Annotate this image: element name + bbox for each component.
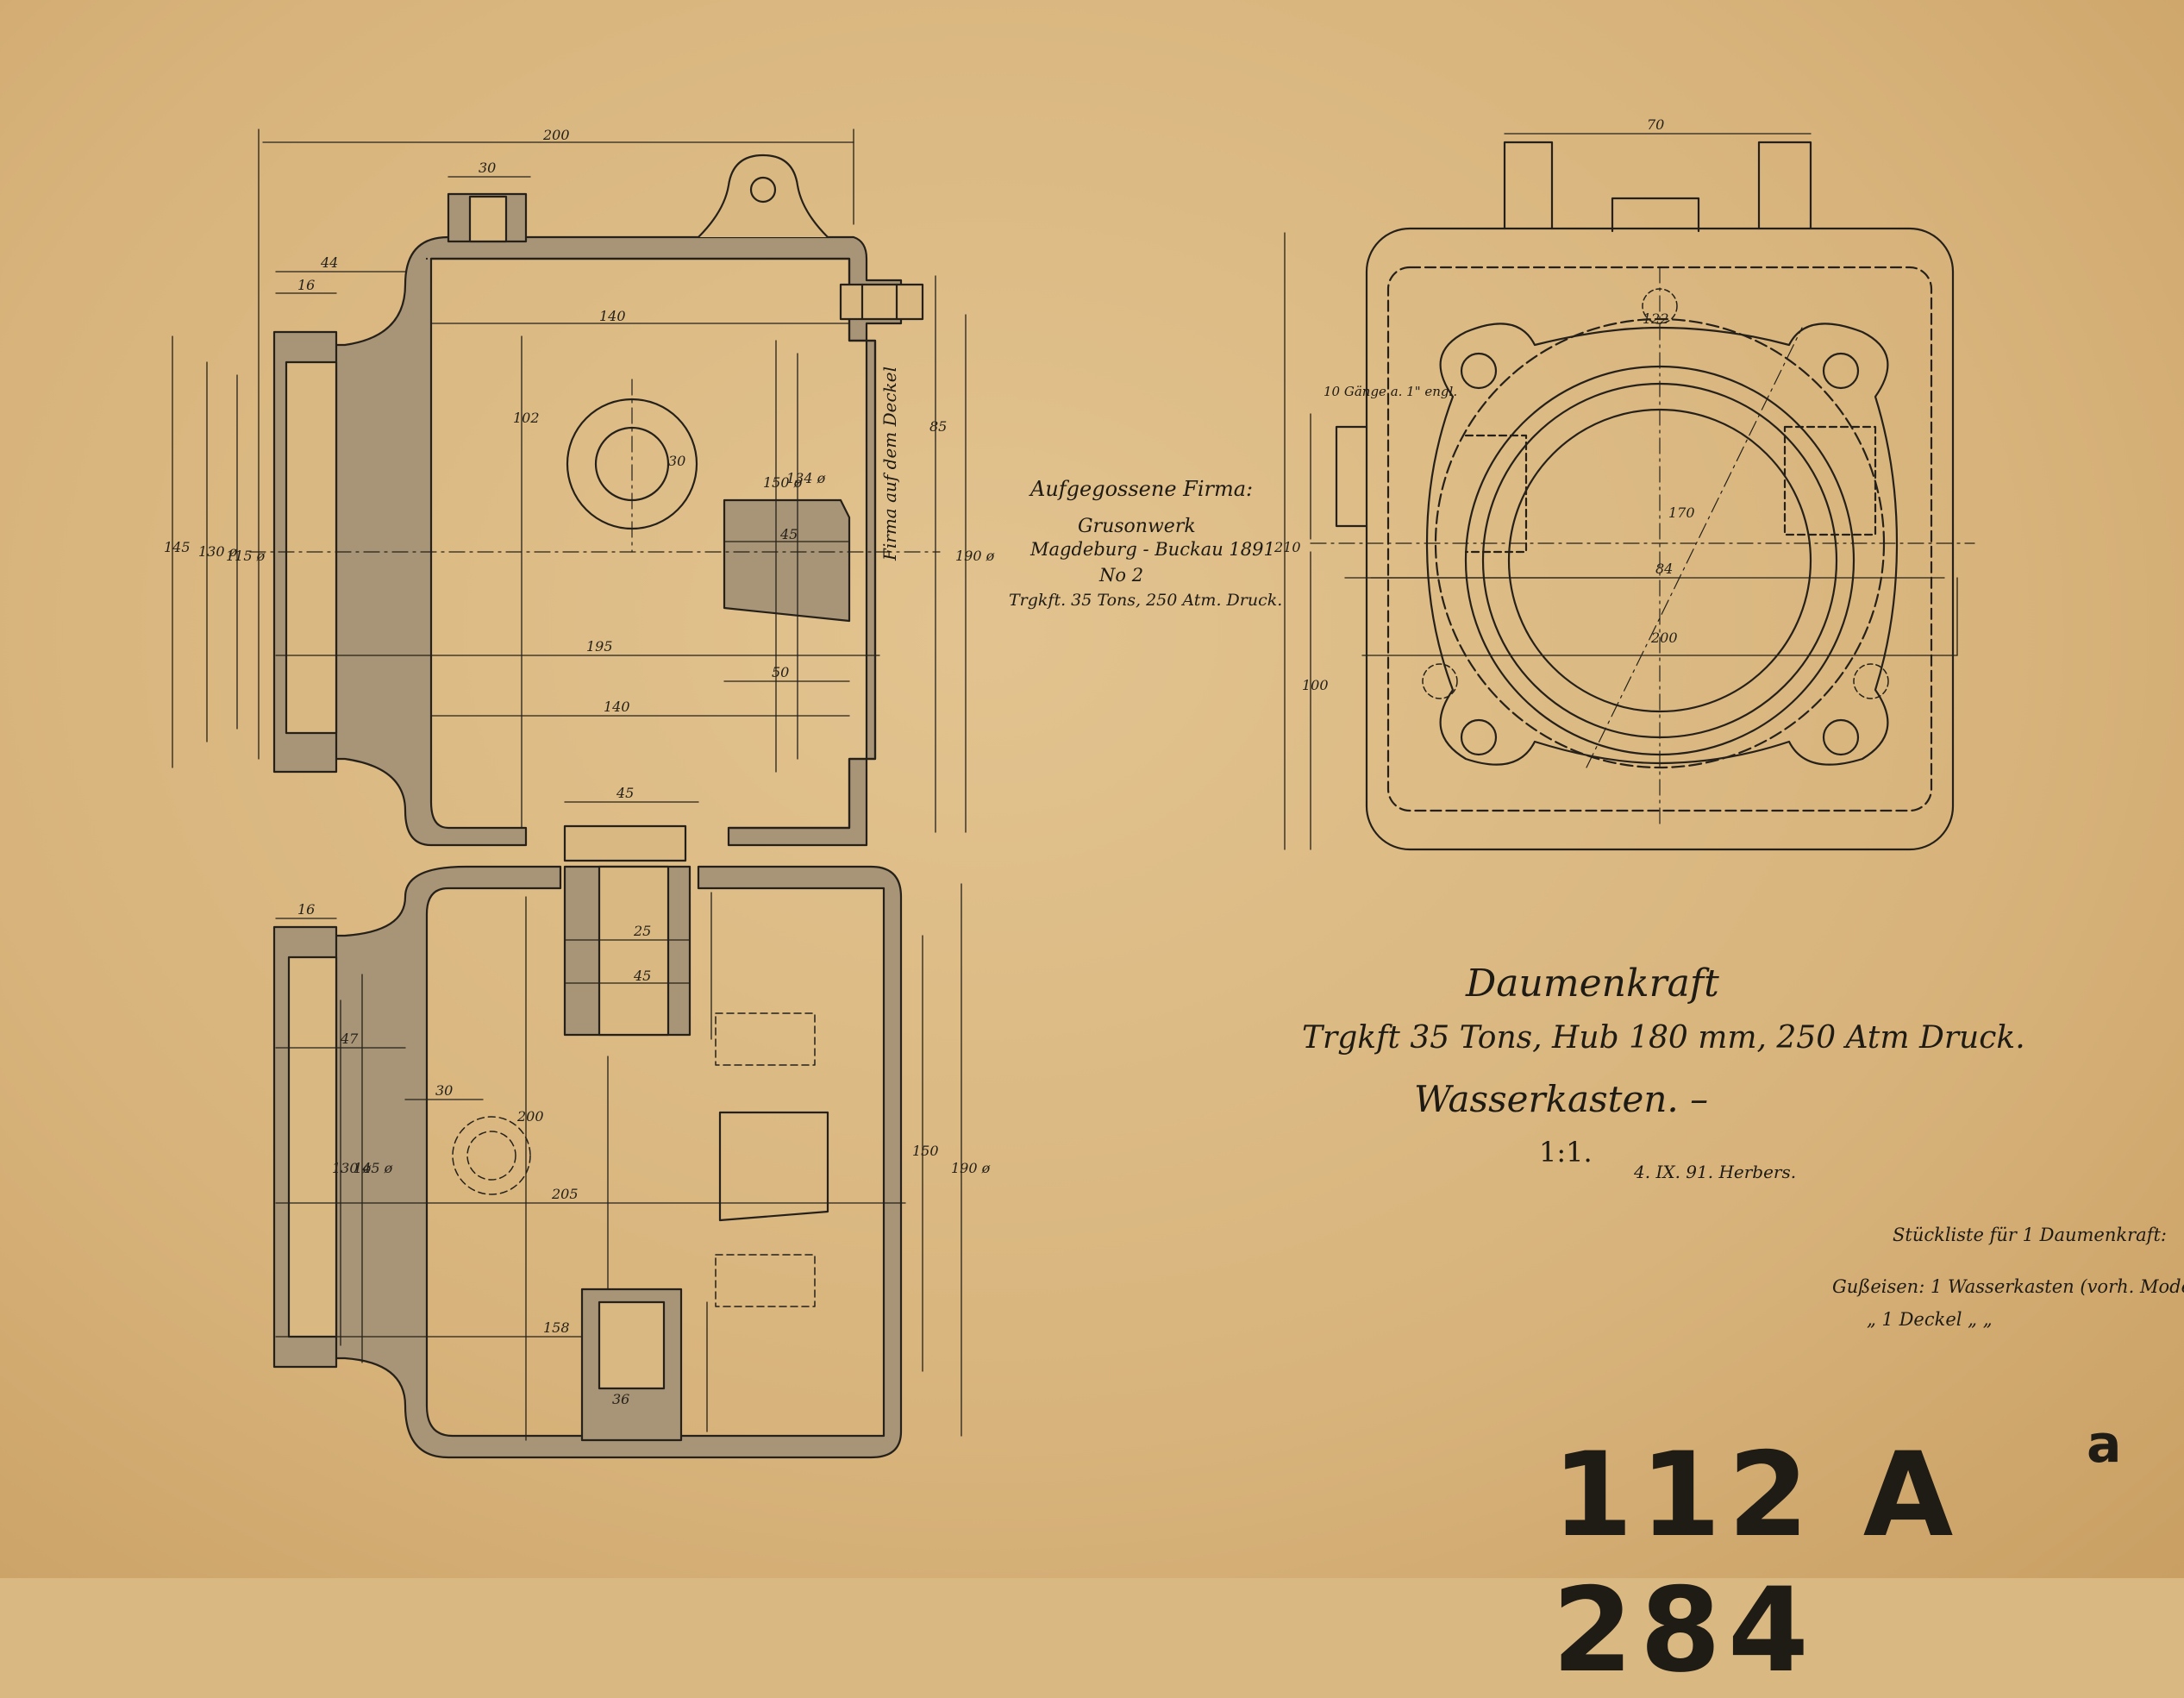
plan-bottom-pocket-hole <box>598 1300 666 1390</box>
drawing-part-name: Wasserkasten. – <box>1414 1078 1709 1120</box>
dim-205-plan: 205 <box>551 1186 579 1202</box>
plan-left-flange-bore <box>287 956 338 1338</box>
dim-195-front: 195 <box>586 638 613 655</box>
parts-list-line2: „ 1 Deckel „ „ <box>1867 1309 1993 1330</box>
side-bolt-hole-bl <box>1460 718 1498 756</box>
dim-150-plan: 150 <box>912 1143 939 1159</box>
dim-47-plan: 47 <box>340 1031 359 1047</box>
front-top-boss-thread <box>468 195 508 243</box>
dim-36-plan: 36 <box>612 1391 629 1407</box>
casting-note-heading: Aufgegossene Firma: <box>1030 477 1254 501</box>
side-top-tab <box>1611 197 1700 233</box>
dim-115-front: 115 ø <box>226 548 266 564</box>
dim-200-front: 200 <box>542 127 570 143</box>
casting-note-line4: Trgkft. 35 Tons, 250 Atm. Druck. <box>1009 591 1283 610</box>
parts-list-line1: Gußeisen: 1 Wasserkasten (vorh. Modell) <box>1832 1276 2184 1297</box>
parts-list-heading: Stückliste für 1 Daumenkraft: <box>1893 1225 2167 1245</box>
side-right-lug <box>1757 141 1812 230</box>
dim-25-plan: 25 <box>633 923 651 939</box>
dim-16-front: 16 <box>297 277 315 293</box>
dim-200-side: 200 <box>1650 630 1678 646</box>
side-view <box>1284 133 1975 851</box>
dim-100-side: 100 <box>1302 677 1329 693</box>
dim-190-front: 190 ø <box>955 548 995 564</box>
dim-130-front: 130 ø <box>198 543 238 560</box>
dim-50-front: 50 <box>772 664 789 680</box>
dim-210-side: 210 <box>1273 539 1301 555</box>
dim-85-front: 85 <box>929 418 947 435</box>
casting-note-line3: No 2 <box>1099 565 1144 586</box>
thread-note: 10 Gänge a. 1" engl. <box>1324 384 1458 399</box>
plan-top-pocket-hole <box>598 865 670 1037</box>
side-bolt-hole-tr <box>1822 352 1860 390</box>
side-bolt-hole-tl <box>1460 352 1498 390</box>
side-right-pad <box>1783 425 1877 536</box>
plan-side-wedge <box>718 1111 829 1222</box>
dim-102-front: 102 <box>513 410 540 426</box>
side-outer-box <box>1365 227 1955 851</box>
dim-70-side: 70 <box>1647 116 1664 133</box>
dim-140-front: 140 <box>599 308 626 324</box>
front-internal-rib <box>723 498 851 623</box>
front-top-ear <box>697 154 829 239</box>
casting-note-line1: Grusonwerk <box>1078 516 1196 537</box>
side-left-lug <box>1503 141 1554 230</box>
dim-150-front: 150 ø <box>763 474 803 491</box>
dim-140b-front: 140 <box>604 699 630 715</box>
dim-200-plan: 200 <box>516 1108 544 1125</box>
lid-note: Firma auf dem Deckel <box>879 366 900 561</box>
front-ear-hole <box>749 176 777 204</box>
front-right-bolt <box>839 283 924 321</box>
technical-drawing: 200 30 44 16 140 102 30 150 ø 134 ø 45 8… <box>164 116 1975 1459</box>
front-outer-wall <box>278 235 903 847</box>
front-section-view <box>172 128 967 862</box>
drawing-number-suffix: a <box>2087 1414 2129 1475</box>
side-flange-outline <box>1425 323 1899 766</box>
front-inner-outline <box>429 257 877 830</box>
dim-84-side: 84 <box>1655 561 1673 577</box>
dim-16-plan: 16 <box>297 901 315 918</box>
dim-45-plan: 45 <box>633 968 651 984</box>
dim-122-side: 122 <box>1643 310 1669 327</box>
dim-44-front: 44 <box>320 254 338 271</box>
dim-145-plan: 145 ø <box>354 1160 393 1176</box>
dim-30b-front: 30 <box>668 453 685 469</box>
side-bolt-hole-br <box>1822 718 1860 756</box>
dim-45-front: 45 <box>779 526 798 542</box>
drawing-title: Daumenkraft <box>1466 962 1719 1006</box>
dim-190-plan: 190 ø <box>951 1160 991 1176</box>
dim-134-front: 134 ø <box>786 470 826 486</box>
plan-outer-wall <box>278 865 903 1459</box>
side-left-port <box>1335 425 1368 528</box>
front-left-flange-bore <box>285 360 338 735</box>
plan-section-view <box>272 865 962 1459</box>
drawing-signature: 4. IX. 91. Herbers. <box>1634 1162 1797 1182</box>
dim-158-plan: 158 <box>543 1319 570 1336</box>
dim-45b-front: 45 <box>616 785 634 801</box>
drawing-scale: 1:1. <box>1539 1136 1593 1169</box>
side-left-pad <box>1464 434 1528 554</box>
dim-30-front: 30 <box>479 160 496 176</box>
dim-145-front: 145 <box>164 539 191 555</box>
dim-170-side: 170 <box>1668 504 1695 521</box>
dim-30-plan: 30 <box>435 1082 453 1099</box>
front-bottom-boss <box>563 824 687 862</box>
casting-note-line2: Magdeburg - Buckau 1891 <box>1030 539 1275 560</box>
dim-130-plan: 130 ø <box>332 1160 372 1176</box>
drawing-spec: Trgkft 35 Tons, Hub 180 mm, 250 Atm Druc… <box>1302 1020 2025 1056</box>
